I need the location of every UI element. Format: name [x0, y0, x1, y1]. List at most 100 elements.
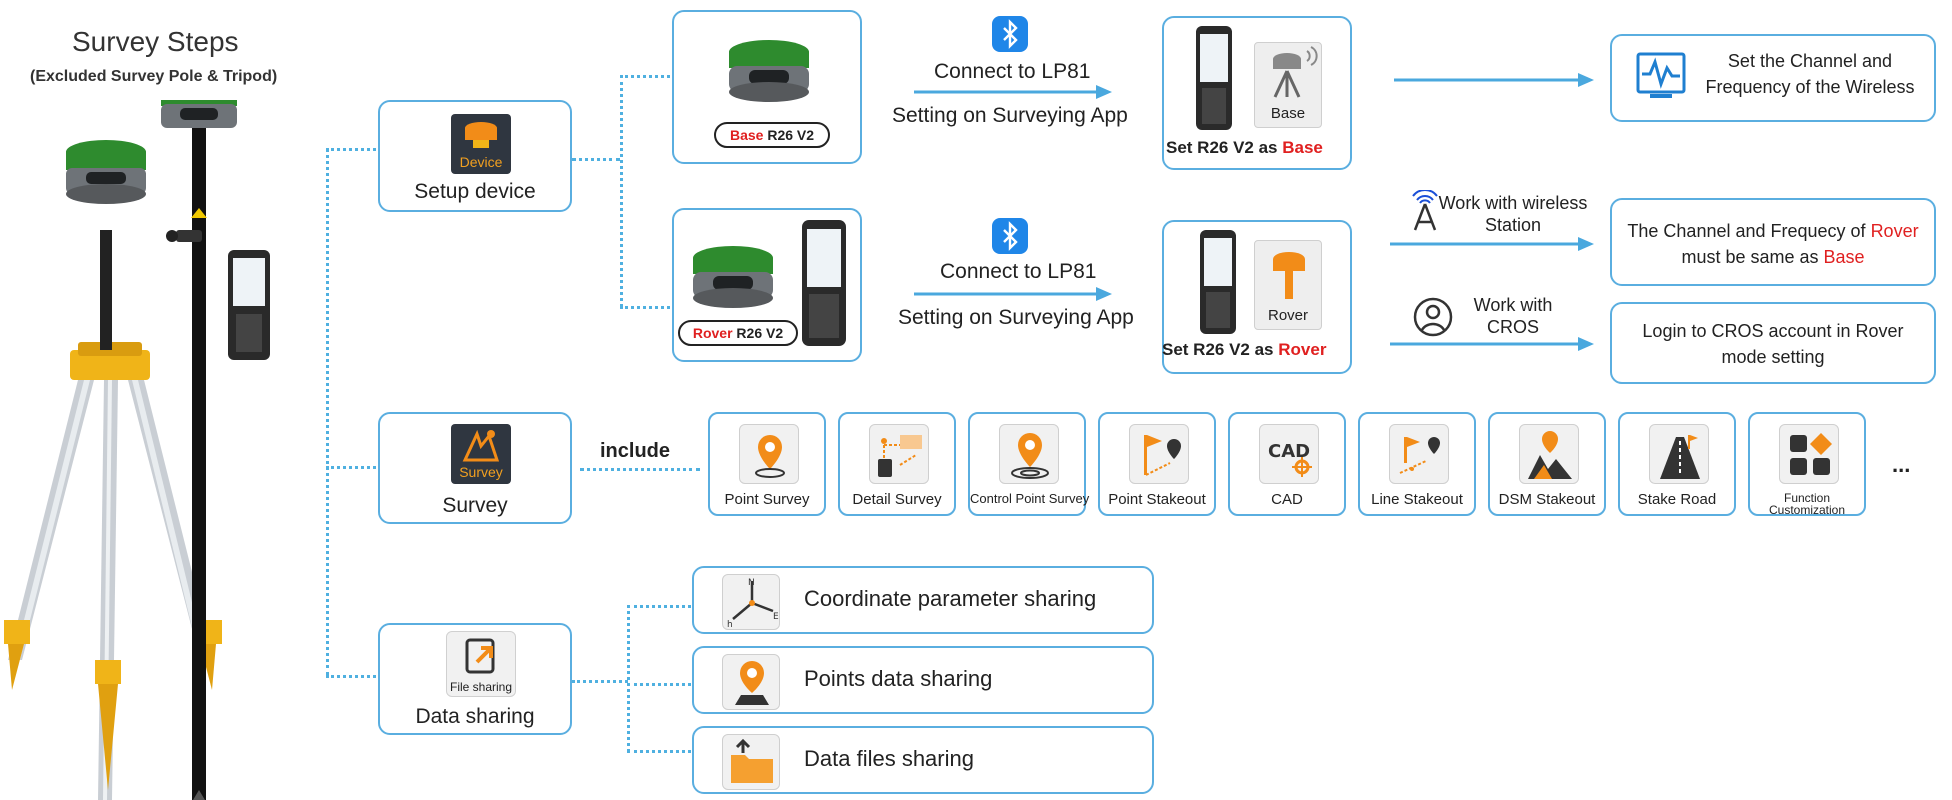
step-label: Data sharing — [415, 705, 535, 728]
set-mode: Rover — [1278, 340, 1327, 359]
sharing-label: Data files sharing — [804, 746, 974, 771]
branch-setup — [326, 148, 376, 151]
function-label: Function Customization — [1768, 491, 1846, 517]
flag-pin-icon — [1129, 424, 1189, 484]
set-mode-label: Set R26 V2 as Base — [1166, 138, 1323, 158]
result-base: Base — [1823, 247, 1865, 267]
connector — [572, 158, 620, 161]
base-device-card: Base R26 V2 — [672, 10, 862, 164]
function-label: Point Survey — [724, 491, 810, 508]
rover-mode-card: Rover Set R26 V2 as Rover — [1162, 220, 1352, 374]
location-pin-icon — [722, 654, 780, 710]
grid-icon — [1779, 424, 1839, 484]
tag-mode: Rover — [692, 325, 733, 341]
handheld-controller-icon — [228, 250, 270, 360]
step-survey: Survey Survey — [378, 412, 572, 524]
base-mode-icon: Base — [1254, 42, 1322, 128]
base-result-card: Set the Channel and Frequency of the Wir… — [1610, 34, 1936, 122]
wave-signal-icon — [1636, 52, 1686, 98]
setting-label: Setting on Surveying App — [892, 104, 1128, 127]
connector — [572, 680, 628, 683]
function-label: DSM Stakeout — [1498, 491, 1596, 508]
control-point-icon — [999, 424, 1059, 484]
function-label: Line Stakeout — [1371, 491, 1463, 508]
svg-text:h: h — [727, 620, 733, 630]
cros-option-label: Work with CROS — [1473, 295, 1553, 337]
set-prefix: Set R26 V2 as — [1162, 340, 1279, 359]
page-title: Survey Steps — [72, 26, 239, 57]
function-tile-function-customization: Function Customization — [1748, 412, 1866, 516]
function-label: Stake Road — [1637, 491, 1717, 508]
more-functions: ... — [1892, 452, 1911, 477]
result-text: Set the Channel and Frequency of the Wir… — [1705, 51, 1915, 97]
arrow-icon — [914, 85, 1112, 99]
function-tile-line-stakeout: Line Stakeout — [1358, 412, 1476, 516]
result-mid: must be same as — [1681, 247, 1824, 267]
sharing-option-points: Points data sharing — [692, 646, 1154, 714]
step-label: Setup device — [414, 180, 536, 203]
arrow-icon — [1394, 73, 1594, 87]
file-sharing-caption: File sharing — [449, 680, 513, 694]
device-icon-caption: Device — [459, 154, 503, 170]
arrow-icon — [914, 287, 1112, 301]
function-tile-detail-survey: Detail Survey — [838, 412, 956, 516]
connector — [620, 75, 670, 78]
arrow-icon — [1390, 237, 1594, 251]
connect-label: Connect to LP81 — [934, 60, 1091, 83]
page-subtitle: (Excluded Survey Pole & Tripod) — [30, 68, 278, 85]
set-mode: Base — [1282, 138, 1323, 157]
function-tile-dsm-stakeout: DSM Stakeout — [1488, 412, 1606, 516]
mode-label: Base — [1270, 105, 1306, 122]
tag-model: R26 V2 — [732, 325, 784, 341]
rover-mode-icon: Rover — [1254, 240, 1322, 330]
wireless-result-card: The Channel and Frequecy of Rover must b… — [1610, 198, 1936, 286]
rover-device-card: Rover R26 V2 — [672, 208, 862, 362]
setting-label: Setting on Surveying App — [898, 306, 1134, 329]
function-tile-point-stakeout: Point Stakeout — [1098, 412, 1216, 516]
handheld-controller-icon — [802, 220, 846, 346]
set-prefix: Set R26 V2 as — [1166, 138, 1283, 157]
base-device-tag: Base R26 V2 — [714, 122, 830, 148]
tag-mode: Base — [729, 127, 764, 143]
road-icon — [1649, 424, 1709, 484]
mode-label: Rover — [1267, 307, 1308, 324]
function-tile-cad: CAD CAD — [1228, 412, 1346, 516]
function-label: CAD — [1271, 491, 1303, 508]
connector — [627, 605, 630, 752]
function-tile-stake-road: Stake Road — [1618, 412, 1736, 516]
gnss-receiver-icon — [161, 100, 237, 128]
survey-icon-caption: Survey — [459, 464, 503, 480]
sharing-label: Points data sharing — [804, 666, 993, 691]
function-tile-point-survey: Point Survey — [708, 412, 826, 516]
file-sharing-icon: File sharing — [446, 631, 516, 697]
bluetooth-icon — [992, 16, 1028, 52]
gnss-receiver-icon — [66, 140, 146, 204]
connector — [580, 468, 700, 471]
user-account-icon — [1413, 297, 1453, 337]
function-tile-control-point-survey: Control Point Survey — [968, 412, 1089, 516]
connector — [627, 683, 691, 686]
result-prefix: The Channel and Frequecy of — [1627, 221, 1871, 241]
line-stakeout-icon — [1389, 424, 1449, 484]
tripod-icon — [4, 230, 222, 800]
connect-label: Connect to LP81 — [940, 260, 1097, 283]
survey-icon: Survey — [451, 424, 511, 484]
location-pin-icon — [739, 424, 799, 484]
step-setup-device: Device Setup device — [378, 100, 572, 212]
trunk-line — [326, 148, 329, 676]
device-icon: Device — [451, 114, 511, 174]
connector — [620, 306, 670, 309]
handheld-controller-icon — [1196, 26, 1232, 130]
set-mode-label: Set R26 V2 as Rover — [1162, 340, 1326, 360]
result-text: Login to CROS account in Rover mode sett… — [1642, 321, 1904, 367]
dsm-icon — [1519, 424, 1579, 484]
function-label: Detail Survey — [852, 491, 942, 508]
folder-upload-icon — [722, 734, 780, 790]
cad-icon: CAD — [1259, 424, 1319, 484]
branch-survey — [326, 466, 376, 469]
wireless-option-label: Work with wireless Station — [1438, 193, 1588, 235]
radio-tower-icon — [1412, 190, 1438, 231]
survey-pole-icon — [166, 120, 207, 800]
